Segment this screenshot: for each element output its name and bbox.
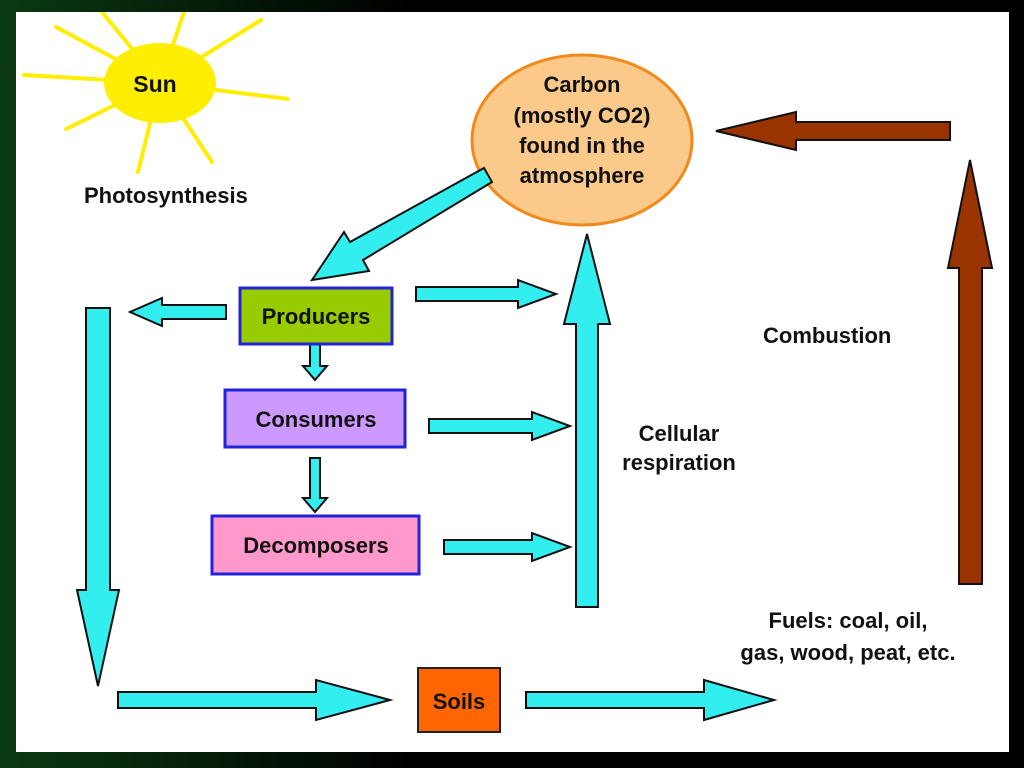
sun-label: Sun xyxy=(133,71,176,97)
carbon-cycle-diagram: Sun Photosynthesis Carbon (mostly CO2) f… xyxy=(22,12,994,733)
combustion-to-atmosphere-arrow xyxy=(715,110,951,152)
consumers-to-respiration-arrow xyxy=(428,410,573,442)
sun-disc xyxy=(104,43,216,123)
producers-to-respiration-arrow xyxy=(415,278,559,310)
to-soils-arrow xyxy=(117,678,394,722)
atmosphere-line-3: found in the xyxy=(519,133,645,158)
producers-node: Producers xyxy=(238,286,394,346)
consumers-label: Consumers xyxy=(255,407,376,432)
decomposers-node: Decomposers xyxy=(210,514,421,576)
combustion-label: Combustion xyxy=(763,323,891,348)
producers-to-left-arrow xyxy=(127,296,227,328)
soils-to-fuels-arrow xyxy=(525,678,778,722)
decomposers-label: Decomposers xyxy=(243,533,389,558)
diagram-canvas: Sun Photosynthesis Carbon (mostly CO2) f… xyxy=(16,12,1009,752)
consumers-node: Consumers xyxy=(223,388,407,449)
photosynthesis-label: Photosynthesis xyxy=(84,183,248,208)
atmosphere-line-2: (mostly CO2) xyxy=(514,103,651,128)
atmosphere-to-producers-arrow xyxy=(309,166,494,282)
fuels-label-line-1: Fuels: coal, oil, xyxy=(769,608,928,633)
soils-label: Soils xyxy=(433,689,486,714)
atmosphere-node: Carbon (mostly CO2) found in the atmosph… xyxy=(470,53,694,227)
atmosphere-ellipse xyxy=(470,53,694,227)
respiration-up-arrow xyxy=(562,233,612,608)
consumers-box xyxy=(223,388,407,449)
producers-box xyxy=(238,286,394,346)
soils-box xyxy=(417,667,501,733)
combustion-arrows xyxy=(715,110,994,585)
producers-label: Producers xyxy=(262,304,371,329)
soils-node: Soils xyxy=(417,667,501,733)
cellular-label-line-1: Cellular xyxy=(639,421,720,446)
sun: Sun xyxy=(22,12,290,174)
atmosphere-line-1: Carbon xyxy=(544,72,621,97)
fuels-label-line-2: gas, wood, peat, etc. xyxy=(740,640,955,665)
consumers-to-decomposers-arrow xyxy=(300,457,330,514)
left-down-arrow xyxy=(75,307,121,687)
combustion-up-arrow xyxy=(946,159,994,585)
atmosphere-line-4: atmosphere xyxy=(520,163,645,188)
cellular-label-line-2: respiration xyxy=(622,450,736,475)
cycle-arrows xyxy=(75,166,778,722)
decomposers-box xyxy=(210,514,421,576)
decomposers-to-respiration-arrow xyxy=(443,531,573,563)
